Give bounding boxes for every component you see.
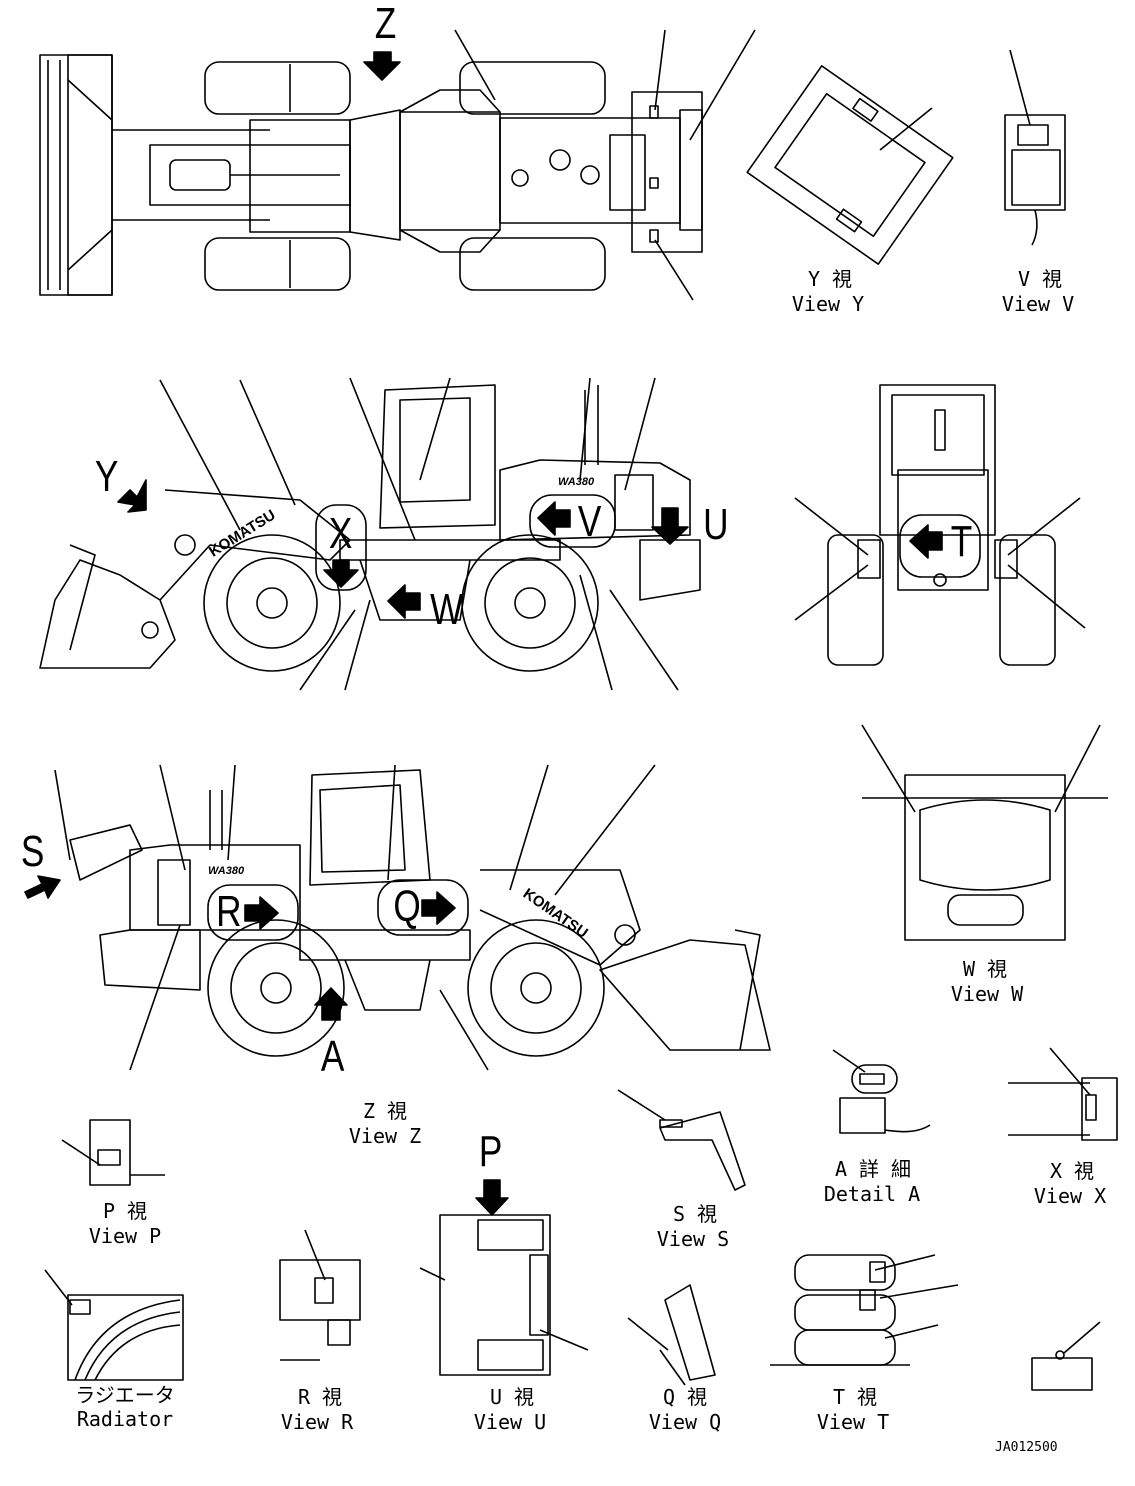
model-hood-text-right: WA380 — [208, 865, 245, 877]
caption-view-r-en: View R — [280, 1410, 354, 1434]
view-t-detail — [770, 1254, 959, 1366]
caption-view-u-jp: U 視 — [489, 1385, 535, 1409]
caption-view-q-en: View Q — [648, 1410, 722, 1434]
view-letter-t: T — [950, 517, 973, 566]
caption-view-u-en: View U — [473, 1410, 547, 1434]
caption-view-w-en: View W — [950, 982, 1024, 1006]
caption-view-t-en: View T — [816, 1410, 890, 1434]
view-letter-y: Y — [94, 452, 119, 501]
caption-view-x-en: View X — [1033, 1184, 1107, 1208]
model-hood-text-left: WA380 — [558, 476, 595, 488]
caption-view-p-jp: P 視 — [102, 1199, 148, 1223]
caption-view-p-en: View P — [88, 1224, 162, 1248]
q-arrow — [421, 891, 456, 925]
caption-view-v-en: View V — [1001, 292, 1075, 316]
detail-a — [832, 1049, 931, 1134]
view-q-detail — [627, 1284, 716, 1386]
caption-detail-a-jp: A 詳 細 — [834, 1157, 912, 1181]
view-u-detail — [419, 1214, 589, 1376]
a-arrow — [314, 987, 348, 1021]
top-view-machine — [39, 29, 756, 301]
radiator-detail — [44, 1269, 184, 1381]
caption-view-v-jp: V 視 — [1017, 267, 1063, 291]
view-letter-w: W — [430, 585, 464, 634]
caption-view-z-en: View Z — [348, 1124, 422, 1148]
u-arrow — [651, 507, 689, 545]
caption-view-y-en: View Y — [791, 292, 865, 316]
view-letter-r: R — [216, 887, 242, 936]
y-arrow — [117, 479, 147, 513]
view-letter-z: Z — [374, 0, 397, 48]
r-arrow — [244, 896, 279, 930]
label-tag-symbol — [1031, 1321, 1101, 1391]
v-marker-panel — [529, 494, 616, 548]
view-letter-x: X — [328, 509, 353, 558]
r-marker-panel — [207, 884, 299, 941]
caption-radiator-jp: ラジエータ — [75, 1383, 175, 1407]
rear-view-machine — [794, 384, 1086, 666]
caption-view-s-en: View S — [656, 1227, 730, 1251]
t-marker-panel — [899, 514, 981, 578]
view-x-detail — [1008, 1047, 1118, 1141]
view-letter-u: U — [703, 500, 729, 549]
t-arrow — [909, 524, 943, 559]
view-y-detail — [746, 65, 954, 265]
caption-radiator-en: Radiator — [76, 1407, 174, 1431]
q-marker-panel — [377, 879, 469, 936]
s-arrow — [24, 875, 61, 899]
caption-detail-a-en: Detail A — [823, 1182, 921, 1206]
view-r-detail — [279, 1229, 361, 1361]
view-v-detail — [1004, 49, 1066, 246]
view-p-detail — [61, 1119, 165, 1186]
z-arrow — [363, 51, 401, 81]
view-letter-q: Q — [393, 882, 421, 931]
v-arrow — [537, 501, 571, 536]
caption-view-z-jp: Z 視 — [362, 1099, 408, 1123]
caption-view-t-jp: T 視 — [832, 1385, 878, 1409]
view-letter-v: V — [577, 497, 602, 546]
caption-view-r-jp: R 視 — [297, 1385, 343, 1409]
w-arrow — [387, 584, 421, 619]
caption-view-w-jp: W 視 — [962, 957, 1008, 981]
right-side-view-machine — [54, 764, 771, 1071]
view-letter-a: A — [320, 1032, 345, 1081]
view-w-detail — [861, 724, 1108, 941]
view-letter-p: P — [478, 1127, 503, 1176]
p-arrow — [475, 1179, 509, 1216]
view-letter-s: S — [20, 827, 45, 876]
caption-view-y-jp: Y 視 — [807, 267, 853, 291]
caption-view-q-jp: Q 視 — [662, 1385, 708, 1409]
drawing-code: JA012500 — [995, 1440, 1058, 1455]
x-marker-panel — [315, 504, 367, 591]
left-side-view-machine — [39, 377, 701, 691]
view-s-detail — [617, 1089, 746, 1191]
caption-view-x-jp: X 視 — [1049, 1159, 1095, 1183]
caption-view-s-jp: S 視 — [672, 1202, 718, 1226]
x-arrow — [323, 559, 359, 588]
